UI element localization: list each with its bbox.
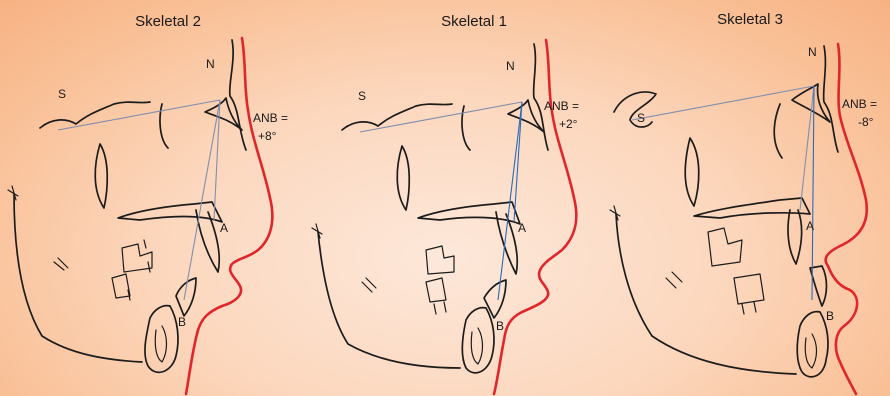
oblique-ridge <box>666 272 682 288</box>
sn-line <box>632 86 814 120</box>
maxilla <box>694 198 810 218</box>
panel-skeletal-1: Skeletal 1 S N A B ANB = +2° <box>312 13 579 394</box>
sella-turcica <box>614 92 656 127</box>
anb-label: ANB = <box>842 97 877 111</box>
landmark-s: S <box>358 89 366 103</box>
pterygomaxillary-fissure <box>397 146 409 210</box>
upper-molar <box>708 228 742 266</box>
panel-skeletal-3: Skeletal 3 S N A B ANB = -8° <box>610 11 877 394</box>
gonial-mark <box>610 206 620 220</box>
nasal-bone <box>534 44 548 150</box>
tooth-root <box>434 302 446 314</box>
landmark-b: B <box>178 315 186 329</box>
gonial-mark <box>312 224 322 238</box>
lower-molar <box>734 274 764 304</box>
panel-title: Skeletal 3 <box>717 11 783 28</box>
oblique-ridge <box>362 278 376 292</box>
anb-label: ANB = <box>253 111 288 125</box>
na-line <box>800 86 814 210</box>
sella-turcica <box>342 104 452 130</box>
lower-molar <box>112 274 130 298</box>
lower-incisor <box>176 278 196 316</box>
landmark-a: A <box>220 221 228 235</box>
landmark-a: A <box>518 221 526 235</box>
landmark-a: A <box>806 219 814 233</box>
panel-title: Skeletal 2 <box>135 13 201 30</box>
lower-molar <box>426 278 446 302</box>
tooth-root <box>742 302 756 314</box>
mandible <box>616 214 796 374</box>
anb-value: +2° <box>559 117 578 131</box>
symphysis-inner <box>155 326 166 362</box>
pterygomaxillary-fissure <box>685 138 699 206</box>
pterygomaxillary-fissure <box>95 144 107 208</box>
landmark-s: S <box>58 87 66 101</box>
upper-incisor <box>788 210 802 264</box>
mandible <box>318 232 460 368</box>
landmark-n: N <box>506 59 515 73</box>
upper-molar <box>122 244 152 272</box>
sn-line <box>360 102 522 132</box>
nb-line <box>498 102 522 300</box>
oblique-ridge <box>54 258 68 270</box>
anb-value: -8° <box>858 115 874 129</box>
orbital-rim <box>774 104 782 158</box>
landmark-n: N <box>206 57 215 71</box>
anb-label: ANB = <box>544 99 579 113</box>
landmark-n: N <box>808 45 817 59</box>
maxilla <box>118 202 222 222</box>
panel-title: Skeletal 1 <box>441 13 507 30</box>
panel-skeletal-2: Skeletal 2 S N A B ANB = <box>8 13 288 394</box>
sella-turcica <box>40 102 150 128</box>
gonial-mark <box>8 186 18 200</box>
landmark-b: B <box>496 319 504 333</box>
anb-value: +8° <box>258 129 277 143</box>
orbit <box>205 98 242 130</box>
landmark-s: S <box>637 111 645 125</box>
symphysis-inner <box>805 334 816 368</box>
nasal-bone <box>824 46 838 152</box>
maxilla <box>418 202 520 224</box>
sn-line <box>58 100 220 130</box>
landmark-b: B <box>826 309 834 323</box>
symphysis-inner <box>471 328 482 364</box>
upper-molar <box>426 246 454 274</box>
